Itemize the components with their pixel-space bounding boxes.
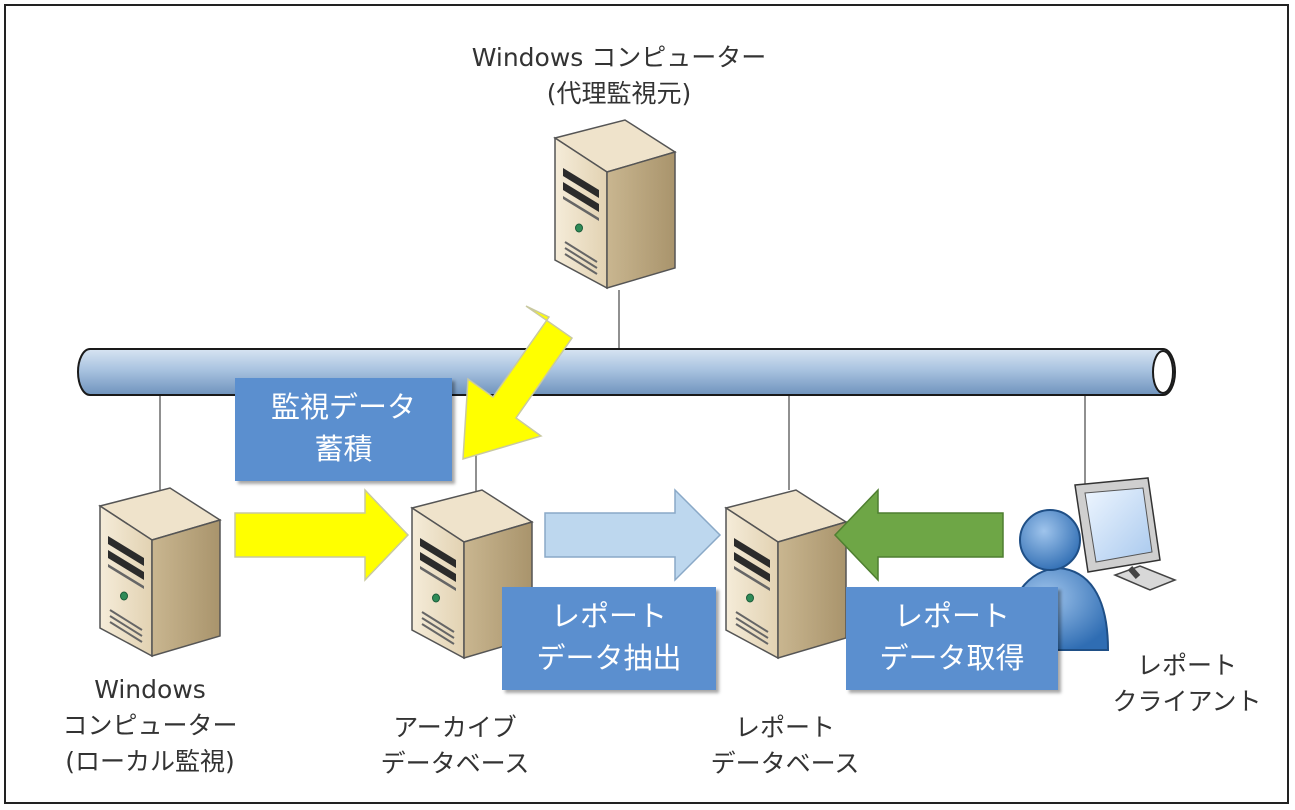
accumulate-callout: 監視データ 蓄積 [235, 378, 452, 481]
local-server-icon [99, 487, 221, 657]
accumulate-arrow-horizontal [234, 488, 410, 582]
local-computer-label-line2: コンピューター [62, 711, 238, 740]
archive-db-label: アーカイブ データベース [350, 710, 560, 782]
report-client-label-line2: クライアント [1112, 687, 1262, 716]
accumulate-callout-line2: 蓄積 [314, 432, 373, 466]
accumulate-callout-line1: 監視データ [270, 390, 416, 424]
retrieve-callout-line1: レポート [893, 599, 1010, 633]
archive-db-label-line2: データベース [380, 749, 530, 778]
report-db-label-line1: レポート [734, 713, 835, 742]
extract-callout-line1: レポート [550, 599, 667, 633]
proxy-computer-label: Windows コンピューター (代理監視元) [448, 40, 790, 112]
local-computer-label-line3: (ローカル監視) [65, 747, 235, 776]
monitor-icon [1074, 477, 1178, 591]
extract-callout-line2: データ抽出 [536, 641, 682, 675]
extract-callout: レポート データ抽出 [502, 587, 716, 690]
report-db-server-icon [725, 489, 847, 659]
accumulate-arrow-diagonal [462, 305, 574, 461]
retrieve-arrow [833, 488, 1004, 582]
archive-db-label-line1: アーカイブ [393, 713, 517, 742]
local-computer-label: Windows コンピューター (ローカル監視) [20, 672, 280, 780]
local-computer-label-line1: Windows [94, 675, 206, 704]
proxy-computer-label-line1: Windows コンピューター [471, 43, 767, 72]
retrieve-callout: レポート データ取得 [846, 587, 1058, 690]
proxy-computer-label-line2: (代理監視元) [546, 79, 692, 108]
report-client-label-line1: レポート [1136, 651, 1237, 680]
report-db-label: レポート データベース [680, 710, 890, 782]
retrieve-callout-line2: データ取得 [879, 641, 1025, 675]
report-client-label: レポート クライアント [1092, 648, 1282, 720]
proxy-server-icon [554, 119, 676, 289]
report-db-label-line2: データベース [710, 749, 860, 778]
extract-arrow [544, 488, 722, 582]
